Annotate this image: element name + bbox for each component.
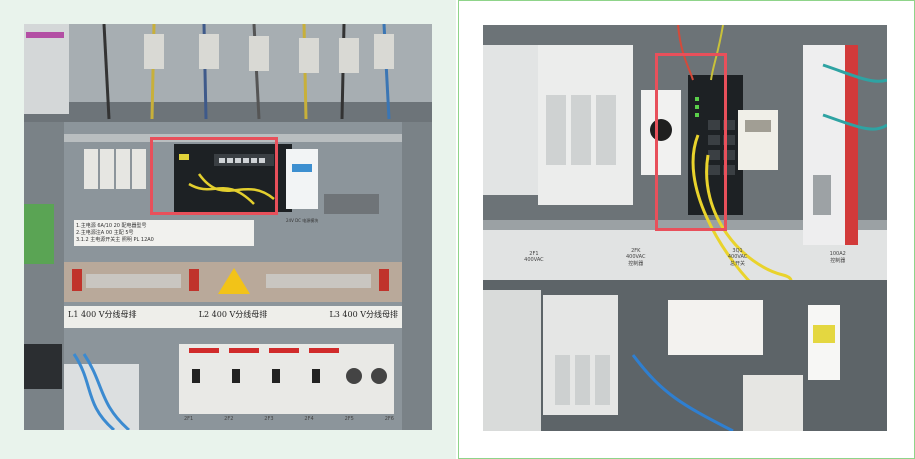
component-label-strip: 2F1 400VAC 2FK 400VAC 控制器 3Q1 400VAC 总开关…	[483, 237, 887, 277]
busbar-label-l1: L1 400 V分线母排	[68, 310, 137, 319]
power-supply-label: 24V DC 电源模块	[286, 218, 319, 223]
switch-highlight-box	[150, 137, 278, 215]
busbar-label-strip: L1 400 V分线母排 L2 400 V分线母排 L3 400 V分线母排	[68, 309, 398, 325]
switch-highlight-box	[655, 53, 727, 231]
busbar-label-l3: L3 400 V分线母排	[329, 310, 398, 319]
switch-label: 2F6	[384, 416, 394, 422]
switch-label: 2F3	[264, 416, 274, 422]
notice-label: 1.主电源 6A/10 20 配电器型号 2.主电源注A 00 主配 5号 3.…	[76, 222, 252, 244]
notice-line-2: 2.主电源注A 00 主配 5号	[76, 230, 134, 236]
component-label: 2FK 400VAC 控制器	[626, 247, 646, 267]
control-cabinet-photo-left: 1.主电源 6A/10 20 配电器型号 2.主电源注A 00 主配 5号 3.…	[24, 24, 432, 430]
busbar-label-l2: L2 400 V分线母排	[198, 310, 268, 319]
control-cabinet-photo-right: 2F1 400VAC 2FK 400VAC 控制器 3Q1 400VAC 总开关…	[483, 25, 887, 431]
component-label: 100A2 控制器	[829, 250, 846, 264]
component-label: 2F1 400VAC	[524, 251, 544, 263]
notice-line-1: 1.主电源 6A/10 20 配电器型号	[76, 223, 147, 229]
cabinet-illustration-left	[24, 24, 432, 430]
cabinet-illustration-right	[483, 25, 887, 431]
component-label: 3Q1 400VAC 总开关	[727, 247, 748, 267]
switch-label-row: 2F1 2F2 2F3 2F4 2F5 2F6	[184, 416, 394, 422]
right-panel: 2F1 400VAC 2FK 400VAC 控制器 3Q1 400VAC 总开关…	[458, 0, 915, 459]
switch-label: 2F2	[224, 416, 234, 422]
switch-label: 2F4	[304, 416, 314, 422]
switch-label: 2F1	[184, 416, 194, 422]
notice-line-3: 3.1.2 主电源开关主 照明 PL 12A0	[76, 237, 154, 243]
left-panel: 1.主电源 6A/10 20 配电器型号 2.主电源注A 00 主配 5号 3.…	[0, 0, 456, 459]
switch-label: 2F5	[344, 416, 354, 422]
